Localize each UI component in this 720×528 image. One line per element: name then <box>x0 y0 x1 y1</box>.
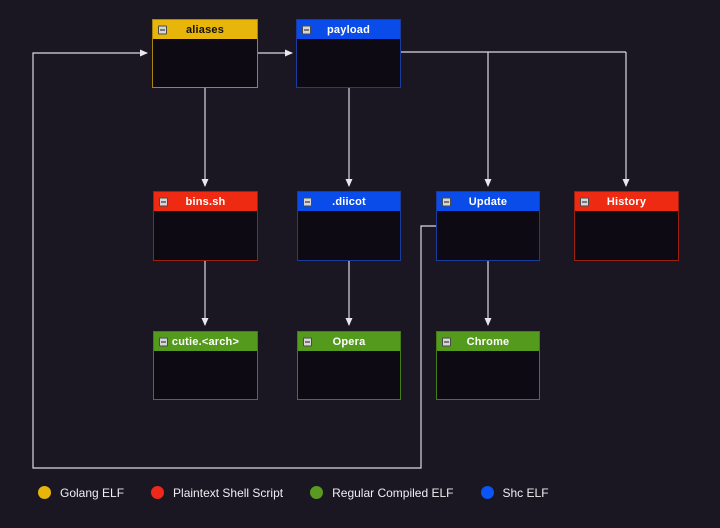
node-label: History <box>606 195 647 208</box>
node-body <box>154 211 257 260</box>
node-update-header: Update <box>437 192 539 211</box>
node-body <box>437 211 539 260</box>
node-diicot[interactable]: .diicot <box>297 191 401 261</box>
legend-item-plaintext-shell-script: Plaintext Shell Script <box>151 486 283 500</box>
node-body <box>153 39 257 87</box>
collapse-icon[interactable] <box>159 197 168 206</box>
minus-glyph <box>161 341 166 342</box>
node-aliases-header: aliases <box>153 20 257 39</box>
collapse-icon[interactable] <box>303 197 312 206</box>
node-label: aliases <box>185 23 225 36</box>
node-body <box>298 211 400 260</box>
node-cutie-arch[interactable]: cutie.<arch> <box>153 331 258 400</box>
collapse-icon[interactable] <box>159 337 168 346</box>
node-body <box>575 211 678 260</box>
minus-glyph <box>444 341 449 342</box>
node-chrome[interactable]: Chrome <box>436 331 540 400</box>
node-bins-sh-header: bins.sh <box>154 192 257 211</box>
node-update[interactable]: Update <box>436 191 540 261</box>
node-opera[interactable]: Opera <box>297 331 401 400</box>
node-label: Opera <box>332 335 366 348</box>
minus-glyph <box>160 29 165 30</box>
node-chrome-header: Chrome <box>437 332 539 351</box>
node-body <box>437 351 539 399</box>
node-label: bins.sh <box>185 195 226 208</box>
node-history[interactable]: History <box>574 191 679 261</box>
legend-label: Regular Compiled ELF <box>332 485 454 500</box>
collapse-icon[interactable] <box>442 197 451 206</box>
node-history-header: History <box>575 192 678 211</box>
collapse-icon[interactable] <box>580 197 589 206</box>
node-cutie-arch-header: cutie.<arch> <box>154 332 257 351</box>
collapse-icon[interactable] <box>442 337 451 346</box>
minus-glyph <box>161 201 166 202</box>
legend-dot-plaintext-shell-script <box>151 486 165 499</box>
node-label: cutie.<arch> <box>171 335 240 348</box>
minus-glyph <box>305 341 310 342</box>
collapse-icon[interactable] <box>302 25 311 34</box>
minus-glyph <box>444 201 449 202</box>
node-aliases[interactable]: aliases <box>152 19 258 88</box>
node-label: Update <box>468 195 508 208</box>
node-bins-sh[interactable]: bins.sh <box>153 191 258 261</box>
node-label: .diicot <box>332 195 366 208</box>
legend-item-regular-compiled-elf: Regular Compiled ELF <box>310 485 454 500</box>
node-label: payload <box>327 23 370 36</box>
node-body <box>154 351 257 399</box>
collapse-icon[interactable] <box>158 25 167 34</box>
node-payload-header: payload <box>297 20 400 39</box>
minus-glyph <box>304 29 309 30</box>
legend-label: Plaintext Shell Script <box>173 485 284 500</box>
legend-dot-shc-elf <box>480 486 494 499</box>
legend-label: Golang ELF <box>60 485 125 500</box>
legend-dot-golang-elf <box>38 486 51 499</box>
collapse-icon[interactable] <box>303 337 312 346</box>
legend-dot-regular-compiled-elf <box>310 486 324 499</box>
node-body <box>298 351 400 399</box>
edge-update-to-aliases-loop <box>32 49 436 469</box>
node-diicot-header: .diicot <box>298 192 400 211</box>
minus-glyph <box>305 201 310 202</box>
legend: Golang ELF Plaintext Shell Script Regula… <box>38 484 549 501</box>
legend-item-shc-elf: Shc ELF <box>480 485 549 500</box>
legend-item-golang-elf: Golang ELF <box>38 486 124 500</box>
node-label: Chrome <box>466 335 510 348</box>
legend-label: Shc ELF <box>502 485 549 500</box>
minus-glyph <box>582 201 587 202</box>
node-payload[interactable]: payload <box>296 19 401 88</box>
node-opera-header: Opera <box>298 332 400 351</box>
node-body <box>297 39 400 87</box>
